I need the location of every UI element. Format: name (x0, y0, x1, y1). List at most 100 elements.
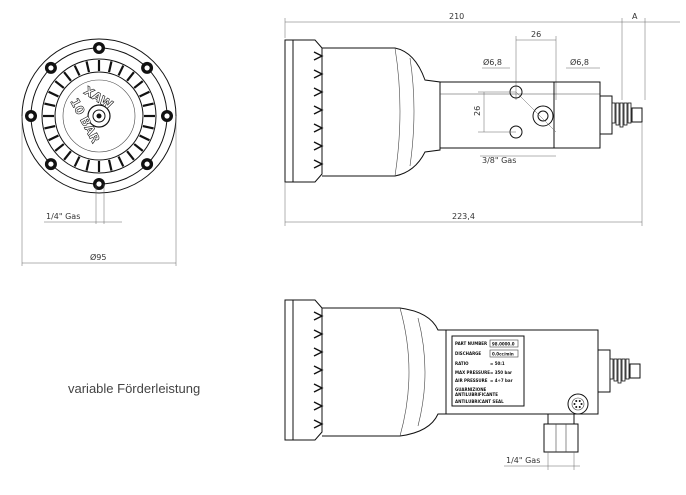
bolt-socket (48, 161, 54, 167)
cap-rib (133, 80, 144, 89)
bottom-housing-curve-2 (417, 317, 426, 427)
valve-fin (613, 358, 618, 382)
cap-rib (139, 134, 150, 142)
valve-fin (609, 358, 614, 380)
cap-rib (48, 90, 59, 98)
bolt-socket (28, 113, 34, 119)
side-flange-body (293, 39, 323, 183)
bolt-socket (164, 113, 170, 119)
side-view: 210 A 26 Ø6,8 Ø6,8 26 (284, 12, 680, 226)
cap-rib (54, 80, 65, 89)
plate-airp-value: = 4÷7 bar (490, 378, 513, 383)
bolt-socket (144, 161, 150, 167)
bottom-housing-curve (399, 307, 410, 437)
plate-part-label: PART NUMBER (455, 341, 487, 346)
flange-rib (313, 105, 324, 115)
a-dim-label: A (632, 12, 638, 21)
bottom-housing (322, 307, 447, 437)
plate-airp-label: AIR PRESSURE (455, 378, 488, 383)
cap-rim (54, 71, 144, 161)
bottom-pump-block (445, 329, 599, 415)
flange-rib (313, 87, 324, 97)
bolt-socket (144, 65, 150, 71)
bottom-view: PART NUMBER 98.0000.0 DISCHARGE 0.0cc/mi… (284, 299, 641, 470)
bottom-fitting-collar (547, 413, 575, 425)
flange-rib (313, 123, 324, 133)
hole-right-label: Ø6,8 (570, 57, 589, 67)
motor-housing (322, 47, 441, 177)
cap-ribs (43, 60, 155, 172)
valve-fin (621, 358, 626, 382)
side-flange-ribs (313, 51, 324, 169)
bottom-fitting-hex (543, 423, 579, 453)
plate-ratio-label: RATIO (455, 361, 469, 366)
bottom-flange-ribs (313, 311, 324, 429)
cap-rib (142, 102, 154, 108)
cap-rib (117, 65, 125, 76)
bolt-socket (96, 181, 102, 187)
bottom-knob-inner (571, 397, 585, 411)
plate-part-value: 98.0000.0 (492, 342, 515, 347)
plate-brand-1: GUARNIZIONE (455, 387, 487, 392)
cap-rib (133, 143, 144, 152)
plate-ratio-value: = 50:1 (490, 361, 505, 366)
knob-dot (573, 403, 576, 405)
total-dim-label: 223,4 (452, 212, 475, 221)
flange-rib (313, 419, 324, 429)
dia-dim-label: Ø95 (90, 252, 106, 262)
cap-rib (126, 71, 135, 82)
cap-rib (126, 150, 135, 161)
valve-nipple (631, 107, 643, 123)
overall-dim-label: 210 (449, 12, 464, 21)
bottom-flange-plate (284, 299, 294, 441)
housing-curve-2 (409, 57, 415, 167)
knob-dot (575, 399, 578, 402)
plate-discharge-value: 0.0cc/min (492, 352, 514, 357)
valve-fin (625, 358, 630, 380)
bottom-knob-outer (567, 393, 589, 415)
cap-rib (117, 156, 125, 167)
plate-brand-2: ANTILUBRIFICANTE (455, 392, 498, 397)
flange-rib (313, 51, 324, 61)
plate-maxp-label: MAX PRESSURE (455, 370, 490, 375)
cap-rib (44, 124, 56, 130)
cap-rib (139, 90, 150, 98)
cap-rib (73, 156, 81, 167)
bottom-valve-fins (609, 358, 630, 384)
cap-rib (54, 143, 65, 152)
valve-fin (619, 102, 624, 128)
plate-maxp-value: = 350 bar (490, 370, 512, 375)
valve-fin (623, 102, 628, 126)
v-spacing-dim-label: 26 (473, 106, 482, 116)
knob-dot (578, 399, 581, 402)
valve-fin (627, 102, 632, 124)
valve-fin (617, 358, 622, 384)
thread-dim-label: 3/8" Gas (482, 156, 516, 165)
bottom-port-dim-label: 1/4" Gas (506, 456, 540, 465)
plate-brand-3: ANTILUBRICANT SEAL (455, 399, 504, 404)
flange-rib (313, 311, 324, 321)
bolt-socket (96, 45, 102, 51)
cap-rib (107, 61, 113, 73)
flange-rib (313, 383, 324, 393)
bottom-knob-dots (573, 399, 583, 409)
hole-left-label: Ø6,8 (483, 57, 502, 67)
cap-rib (63, 71, 72, 82)
flange-rib (313, 401, 324, 411)
cap-rib (73, 65, 81, 76)
knob-dot (578, 406, 581, 409)
cap-rib (142, 124, 154, 130)
pump-head (553, 81, 601, 149)
bottom-valve-body (598, 349, 611, 393)
flange-rib (313, 365, 324, 375)
flange-rib (313, 141, 324, 151)
nameplate (451, 335, 525, 407)
flange-rib (313, 69, 324, 79)
cap-face (62, 79, 136, 153)
outlet-port-inner (537, 110, 549, 122)
pump-block (439, 81, 601, 149)
caption-label: variable Förderleistung (68, 381, 201, 396)
plate-discharge-label: DISCHARGE (455, 351, 481, 356)
